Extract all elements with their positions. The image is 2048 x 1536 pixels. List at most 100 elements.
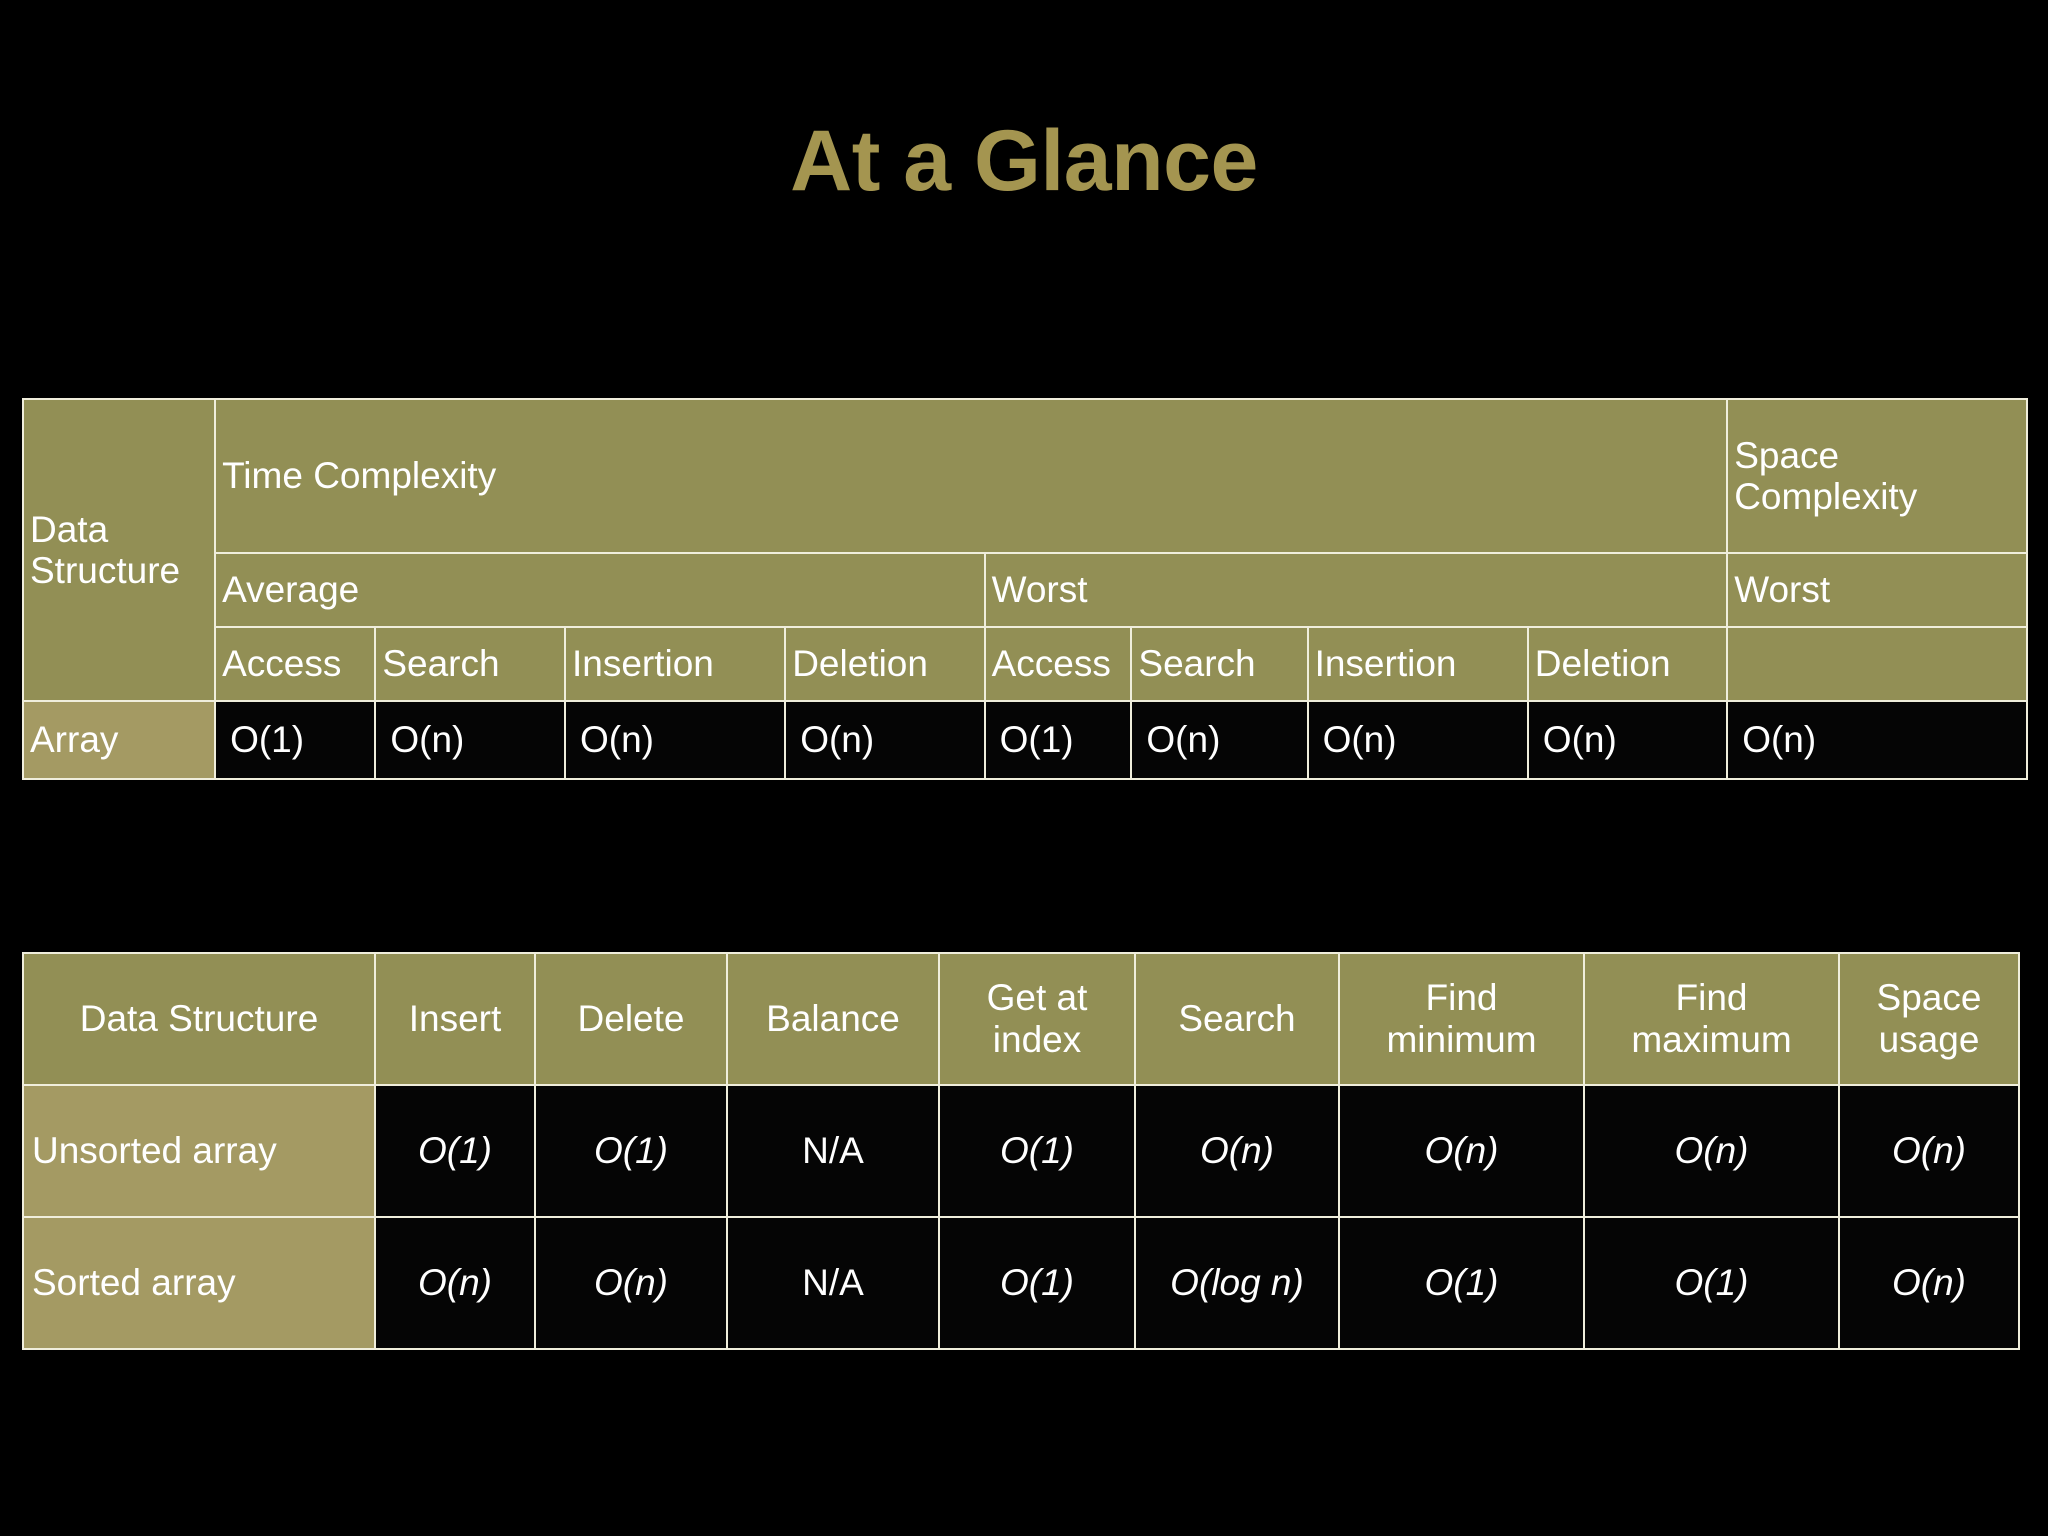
cell-array-avg-insertion-value: O(n): [579, 719, 654, 761]
cell-array-worst-search: O(n): [1130, 700, 1309, 780]
cell-unsorted-search-value: O(n): [1200, 1129, 1274, 1171]
header2-find-maximum: Find maximum: [1583, 952, 1840, 1086]
header2-space-usage: Space usage: [1838, 952, 2020, 1086]
cell-array-worst-insertion-value: O(n): [1322, 719, 1397, 761]
header-average: Average: [214, 552, 986, 628]
header-space-complexity: Space Complexity: [1726, 398, 2028, 554]
header2-insert-label: Insert: [408, 997, 502, 1039]
header-worst-deletion: Deletion: [1526, 626, 1729, 702]
header-worst-search: Search: [1130, 626, 1309, 702]
header2-find-maximum-label: Find maximum: [1631, 976, 1792, 1060]
cell-sorted-find-minimum: O(1): [1338, 1216, 1585, 1350]
header-worst-label: Worst: [991, 569, 1088, 611]
complexity-table-two: Data Structure Insert Delete Balance Get…: [22, 952, 2020, 1350]
cell-array-avg-search-value: O(n): [390, 719, 465, 761]
row-label-unsorted-array: Unsorted array: [22, 1084, 376, 1218]
cell-sorted-search: O(log n): [1134, 1216, 1340, 1350]
cell-unsorted-balance-value: N/A: [802, 1129, 864, 1171]
cell-sorted-insert: O(n): [374, 1216, 536, 1350]
header-avg-insertion-label: Insertion: [571, 643, 714, 685]
cell-array-avg-deletion: O(n): [784, 700, 986, 780]
cell-unsorted-insert: O(1): [374, 1084, 536, 1218]
header-avg-deletion: Deletion: [784, 626, 986, 702]
header-avg-access: Access: [214, 626, 377, 702]
header2-search: Search: [1134, 952, 1340, 1086]
cell-array-worst-access-value: O(1): [999, 719, 1074, 761]
cell-array-avg-access-value: O(1): [230, 719, 305, 761]
table-row: Unsorted array O(1) O(1) N/A O(1) O(n) O…: [22, 1084, 2020, 1218]
header2-space-usage-label: Space usage: [1876, 976, 1982, 1060]
cell-unsorted-delete: O(1): [534, 1084, 728, 1218]
header2-data-structure-label: Data Structure: [79, 997, 319, 1039]
cell-sorted-find-minimum-value: O(1): [1424, 1261, 1499, 1303]
row-label-unsorted-array-text: Unsorted array: [32, 1129, 277, 1171]
cell-unsorted-balance: N/A: [726, 1084, 940, 1218]
complexity-table-one: Data Structure Time Complexity Space Com…: [21, 398, 2028, 780]
cell-array-worst-search-value: O(n): [1146, 719, 1221, 761]
cell-unsorted-find-maximum: O(n): [1583, 1084, 1840, 1218]
header-time-complexity: Time Complexity: [214, 398, 1729, 554]
header-average-label: Average: [222, 569, 360, 611]
row-label-sorted-array: Sorted array: [22, 1216, 376, 1350]
cell-array-space-worst-value: O(n): [1742, 719, 1817, 761]
header2-get-at-index: Get at index: [938, 952, 1136, 1086]
cell-unsorted-delete-value: O(1): [594, 1129, 668, 1171]
cell-array-worst-access: O(1): [983, 700, 1133, 780]
cell-unsorted-space-usage-value: O(n): [1892, 1129, 1966, 1171]
cell-unsorted-find-maximum-value: O(n): [1674, 1129, 1749, 1171]
cell-unsorted-find-minimum-value: O(n): [1424, 1129, 1499, 1171]
cell-unsorted-insert-value: O(1): [418, 1129, 492, 1171]
cell-sorted-get-at-index-value: O(1): [1000, 1261, 1074, 1303]
cell-unsorted-search: O(n): [1134, 1084, 1340, 1218]
table-row: Sorted array O(n) O(n) N/A O(1) O(log n)…: [22, 1216, 2020, 1350]
cell-array-avg-deletion-value: O(n): [800, 719, 875, 761]
header-worst-access: Access: [983, 626, 1133, 702]
table-row: Data Structure Time Complexity Space Com…: [21, 398, 2028, 702]
header-worst-access-label: Access: [991, 643, 1111, 685]
cell-sorted-delete-value: O(n): [594, 1261, 668, 1303]
cell-unsorted-space-usage: O(n): [1838, 1084, 2020, 1218]
header-worst-insertion: Insertion: [1306, 626, 1529, 702]
table-row: Data Structure Insert Delete Balance Get…: [22, 952, 2020, 1086]
row-label-sorted-array-text: Sorted array: [32, 1261, 236, 1303]
header-avg-deletion-label: Deletion: [792, 643, 928, 685]
cell-array-space-worst: O(n): [1726, 700, 2028, 780]
cell-array-worst-deletion: O(n): [1526, 700, 1729, 780]
header-avg-search: Search: [374, 626, 566, 702]
cell-array-avg-insertion: O(n): [563, 700, 787, 780]
row-label-array-text: Array: [30, 719, 119, 761]
table-row: Array O(1) O(n) O(n) O(n) O(1) O(n) O(n)…: [21, 700, 2028, 780]
cell-sorted-space-usage: O(n): [1838, 1216, 2020, 1350]
header-space-complexity-label: Space Complexity: [1734, 434, 1918, 517]
cell-array-avg-search: O(n): [374, 700, 566, 780]
header2-search-label: Search: [1178, 997, 1296, 1039]
table-row: Average Worst Worst: [23, 552, 2028, 628]
cell-sorted-get-at-index: O(1): [938, 1216, 1136, 1350]
header2-find-minimum-label: Find minimum: [1386, 976, 1537, 1060]
header2-delete-label: Delete: [577, 997, 685, 1039]
header-data-structure-label: Data Structure: [30, 508, 181, 591]
cell-sorted-balance: N/A: [726, 1216, 940, 1350]
header-data-structure: Data Structure: [21, 398, 217, 702]
cell-array-avg-access: O(1): [214, 700, 377, 780]
header-worst: Worst: [983, 552, 1729, 628]
header2-balance-label: Balance: [766, 997, 900, 1039]
header2-insert: Insert: [374, 952, 536, 1086]
header-avg-access-label: Access: [222, 643, 342, 685]
cell-unsorted-find-minimum: O(n): [1338, 1084, 1585, 1218]
cell-sorted-delete: O(n): [534, 1216, 728, 1350]
cell-sorted-search-value: O(log n): [1170, 1261, 1304, 1303]
header2-delete: Delete: [534, 952, 728, 1086]
row-label-array: Array: [21, 700, 217, 780]
header-worst-deletion-label: Deletion: [1534, 643, 1671, 685]
header-worst-insertion-label: Insertion: [1314, 643, 1457, 685]
page-title: At a Glance: [790, 113, 1258, 209]
header2-data-structure: Data Structure: [22, 952, 376, 1086]
cell-sorted-find-maximum-value: O(1): [1674, 1261, 1749, 1303]
header-space-worst: Worst: [1726, 552, 2028, 628]
cell-unsorted-get-at-index-value: O(1): [1000, 1129, 1074, 1171]
header2-balance: Balance: [726, 952, 940, 1086]
cell-sorted-find-maximum: O(1): [1583, 1216, 1840, 1350]
header-time-complexity-label: Time Complexity: [222, 455, 497, 497]
header-space-worst-label: Worst: [1734, 569, 1831, 611]
